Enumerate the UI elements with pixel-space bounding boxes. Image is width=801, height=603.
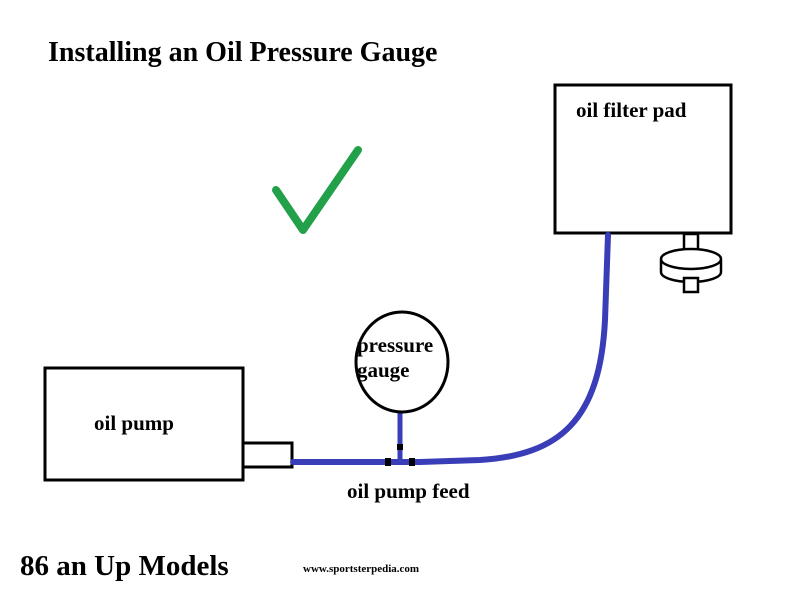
- tee-fitting-right: [409, 458, 415, 466]
- diagram-title: Installing an Oil Pressure Gauge: [48, 37, 437, 68]
- oil-pump-label: oil pump: [94, 411, 174, 435]
- oil-pressure-sender-icon: [659, 232, 723, 294]
- checkmark-icon: [272, 146, 362, 234]
- oil-filter-pad-label: oil filter pad: [576, 98, 687, 122]
- oil-filter-pad-box: [553, 83, 733, 235]
- pressure-gauge-label-line2: gauge: [357, 358, 410, 382]
- website-credit: www.sportsterpedia.com: [303, 563, 419, 575]
- sender-terminal: [682, 276, 700, 294]
- pressure-gauge-dial: [354, 310, 450, 414]
- oil-filter-pad: oil filter pad: [553, 83, 733, 235]
- sender-top: [659, 247, 723, 271]
- oil-feed-hose: [290, 232, 611, 465]
- oil-pump-box: [43, 366, 245, 482]
- pressure-gauge-label-line1: pressure: [357, 333, 433, 357]
- gauge-hose-fitting: [397, 444, 403, 450]
- oil-pump: oil pump: [43, 366, 294, 482]
- pressure-gauge: pressure gauge: [354, 310, 450, 414]
- oil-pump-outlet: [241, 441, 294, 469]
- models-caption: 86 an Up Models: [20, 550, 229, 582]
- feed-line-label: oil pump feed: [347, 479, 470, 503]
- tee-fitting-left: [385, 458, 391, 466]
